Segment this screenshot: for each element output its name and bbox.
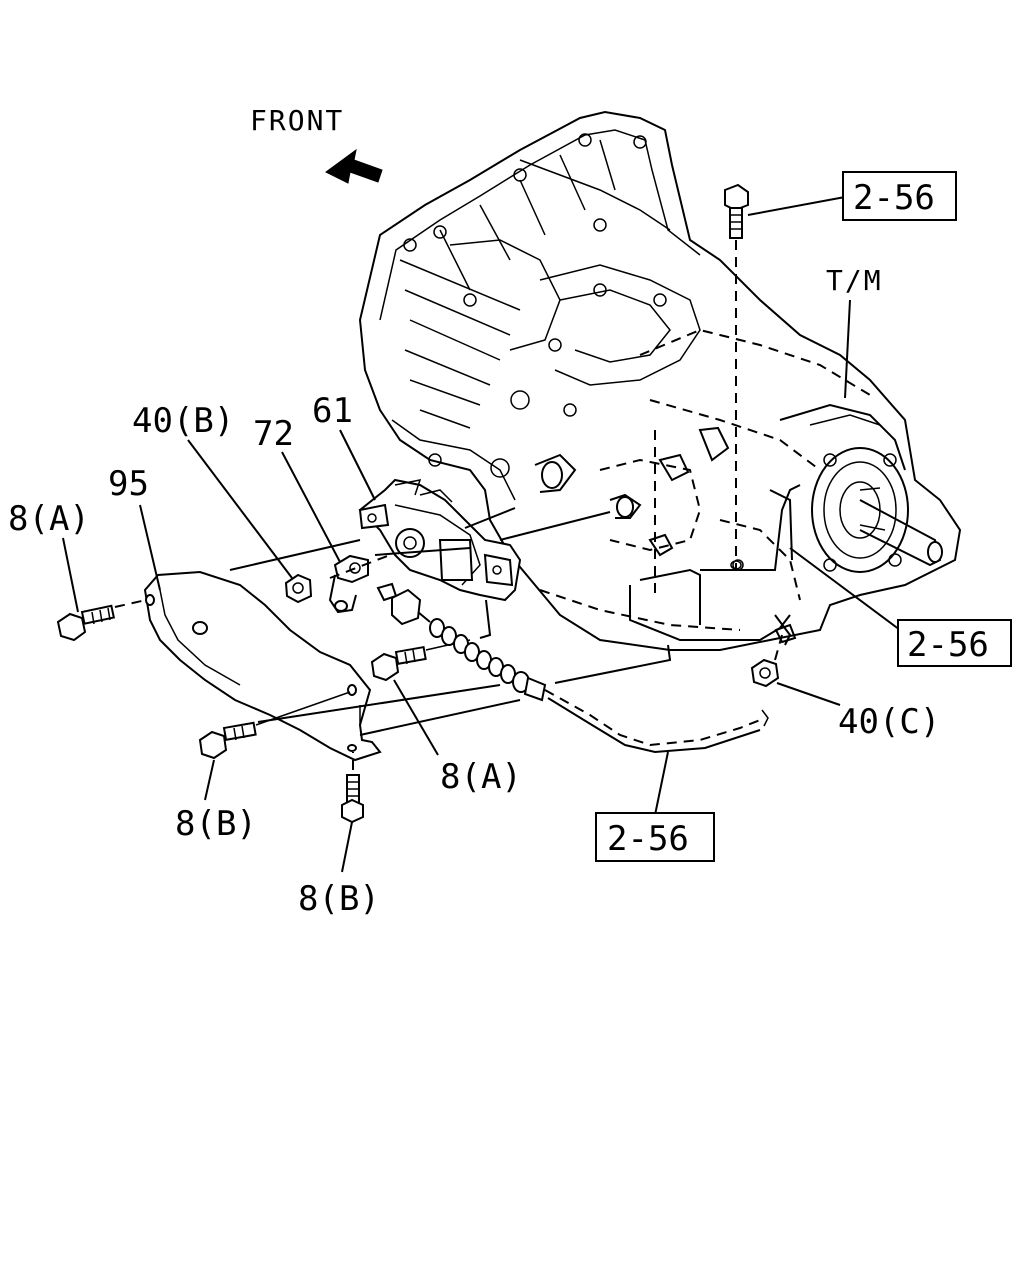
- label-tm: T/M: [826, 264, 883, 297]
- top-mounting-bolt: [724, 183, 846, 570]
- front-label: FRONT: [250, 104, 344, 137]
- installation-lines: [229, 507, 672, 736]
- bolt-8a-lower-drawing: [370, 639, 471, 682]
- shift-cable: [376, 582, 769, 754]
- reference-box-top[interactable]: 2-56: [842, 171, 957, 221]
- front-direction-indicator: FRONT: [250, 104, 383, 184]
- label-8a-upper: 8(A): [8, 499, 90, 539]
- part-72-clip: [328, 554, 391, 614]
- leader-lines: [62, 299, 901, 873]
- ref-top-label: 2-56: [853, 178, 935, 218]
- part-95-bracket: [143, 570, 382, 762]
- bolt-8b-bottom-drawing: [341, 752, 364, 824]
- label-95: 95: [108, 464, 149, 504]
- cable-boot-segments: [429, 618, 530, 693]
- part-40b-nut: [284, 573, 313, 604]
- ref-bottom-label: 2-56: [607, 819, 689, 859]
- ref-right-label: 2-56: [907, 625, 989, 665]
- bolt-8a-upper-drawing: [56, 599, 147, 642]
- reference-box-right[interactable]: 2-56: [897, 619, 1012, 667]
- housing-bolt-bosses: [403, 133, 667, 478]
- cable-bracket: [629, 484, 801, 646]
- part-labels: 8(A) 95 40(B) 72 61 8(A) 8(B) 8(B) 40(C)…: [8, 264, 940, 919]
- label-40c: 40(C): [838, 702, 940, 742]
- label-8b-bottom: 8(B): [298, 879, 380, 919]
- label-8a-lower: 8(A): [440, 757, 522, 797]
- part-40c-nut: [750, 623, 797, 688]
- label-8b-side: 8(B): [175, 804, 257, 844]
- part-61-position-switch: [358, 478, 522, 602]
- label-61: 61: [312, 391, 353, 431]
- label-40b: 40(B): [132, 401, 234, 441]
- transmission-housing: [358, 110, 962, 651]
- label-72: 72: [253, 414, 294, 454]
- front-arrow-icon: [325, 148, 383, 184]
- reference-box-bottom[interactable]: 2-56: [595, 812, 715, 862]
